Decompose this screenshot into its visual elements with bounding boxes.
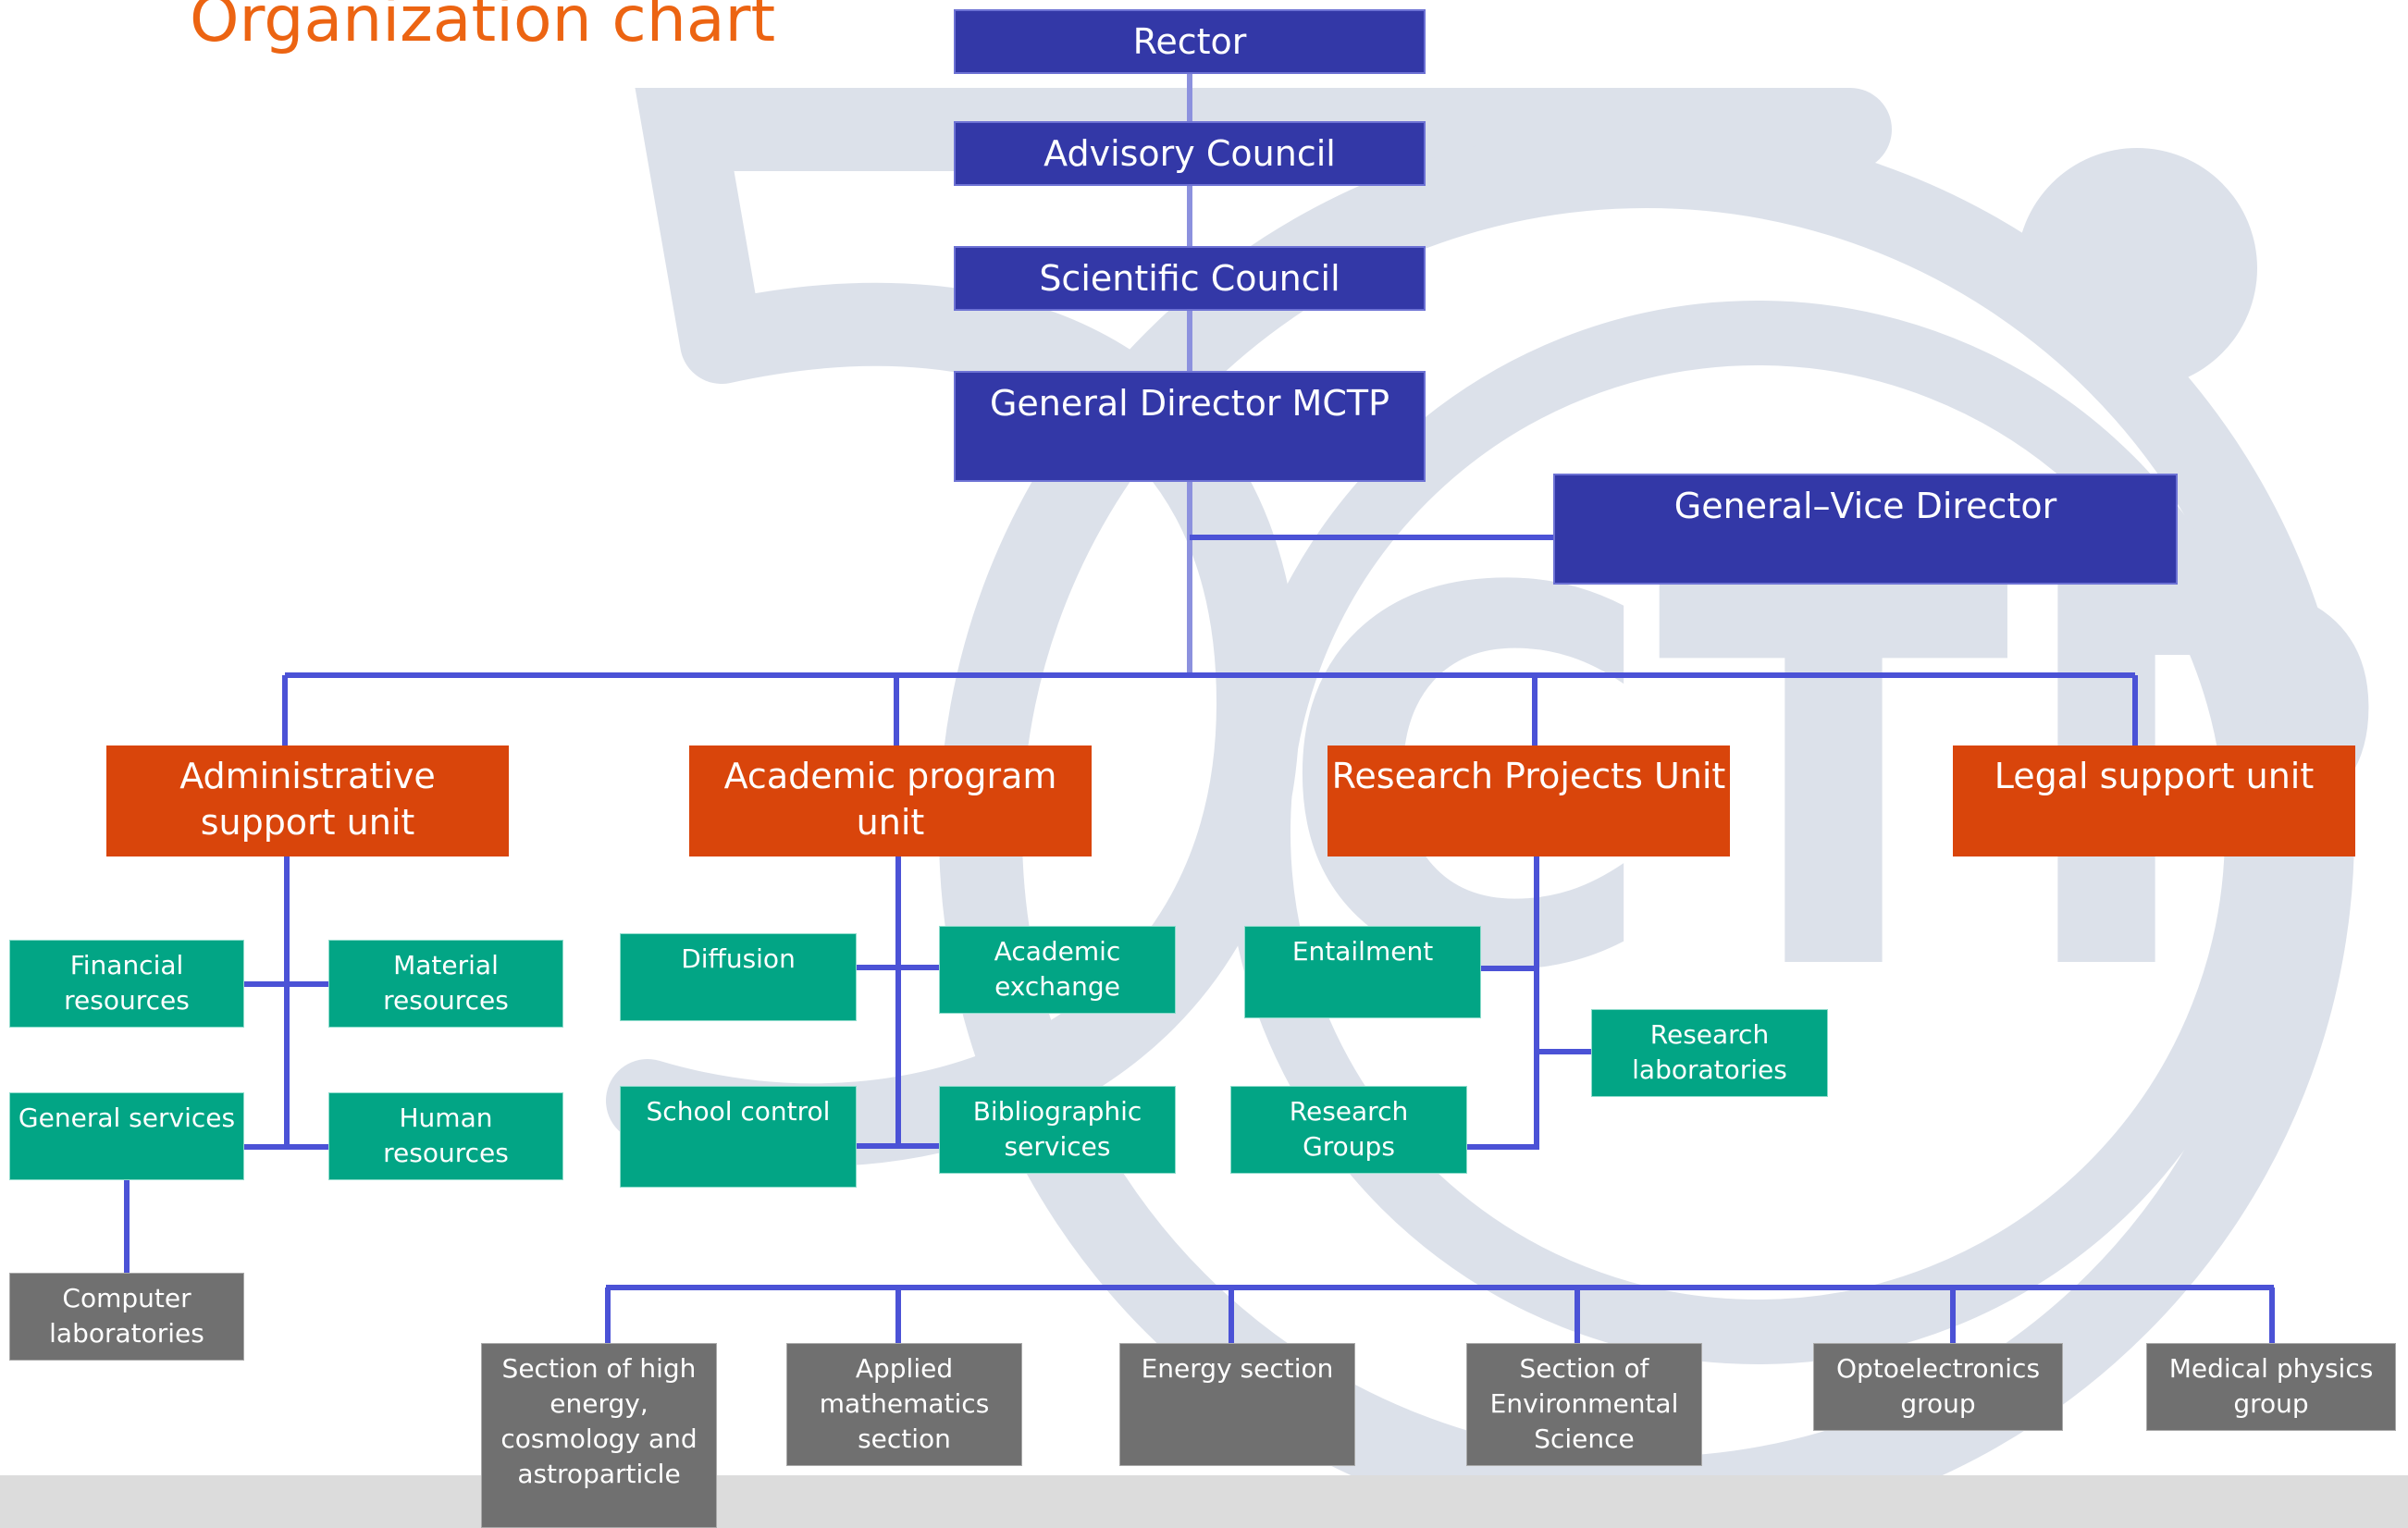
node-advisory-council-label: Advisory Council	[1043, 133, 1336, 174]
node-bibliographic-services: Bibliographic services	[939, 1086, 1176, 1174]
node-research-groups-label: Research Groups	[1289, 1096, 1409, 1162]
node-computer-laboratories: Computer laboratories	[9, 1273, 244, 1361]
node-material-resources: Material resources	[328, 940, 563, 1028]
node-bibliographic-services-label: Bibliographic services	[972, 1096, 1142, 1162]
node-human-resources: Human resources	[328, 1092, 563, 1180]
node-computer-laboratories-label: Computer laboratories	[49, 1283, 204, 1349]
node-diffusion: Diffusion	[620, 933, 857, 1021]
node-general-director: General Director MCTP	[954, 371, 1426, 482]
node-entailment: Entailment	[1244, 926, 1481, 1018]
node-vice-director-label: General–Vice Director	[1673, 486, 2057, 526]
node-academic-exchange: Academic exchange	[939, 926, 1176, 1014]
node-research-unit-label: Research Projects Unit	[1331, 756, 1726, 796]
node-school-control: School control	[620, 1086, 857, 1188]
node-rector-label: Rector	[1132, 21, 1247, 62]
node-academic-unit-label: Academic program unit	[723, 756, 1057, 843]
node-general-director-label: General Director MCTP	[989, 383, 1389, 424]
node-energy-section: Energy section	[1119, 1343, 1355, 1466]
node-section-high-energy: Section of high energy, cosmology and as…	[481, 1343, 717, 1528]
node-scientific-council: Scientific Council	[954, 246, 1426, 311]
node-entailment-label: Entailment	[1291, 936, 1434, 967]
node-legal-unit-label: Legal support unit	[1994, 756, 2315, 796]
node-research-unit: Research Projects Unit	[1327, 746, 1730, 856]
watermark-dot	[2017, 148, 2257, 388]
node-research-laboratories: Research laboratories	[1591, 1009, 1828, 1097]
node-research-groups: Research Groups	[1230, 1086, 1467, 1174]
node-environmental-science-label: Section of Environmental Science	[1489, 1353, 1679, 1454]
node-scientific-council-label: Scientific Council	[1039, 258, 1340, 299]
node-human-resources-label: Human resources	[383, 1103, 509, 1168]
node-school-control-label: School control	[646, 1096, 831, 1127]
node-admin-unit: Administrative support unit	[106, 746, 509, 856]
node-diffusion-label: Diffusion	[681, 943, 796, 974]
node-general-services: General services	[9, 1092, 244, 1180]
node-advisory-council: Advisory Council	[954, 121, 1426, 186]
page-title: Organization chart	[190, 0, 776, 56]
node-material-resources-label: Material resources	[383, 950, 509, 1016]
node-environmental-science: Section of Environmental Science	[1466, 1343, 1702, 1466]
node-energy-section-label: Energy section	[1141, 1353, 1334, 1384]
node-rector: Rector	[954, 9, 1426, 74]
node-medical-physics-label: Medical physics group	[2168, 1353, 2374, 1419]
node-legal-unit: Legal support unit	[1953, 746, 2355, 856]
node-research-laboratories-label: Research laboratories	[1632, 1019, 1787, 1085]
node-financial-resources-label: Financial resources	[64, 950, 190, 1016]
node-academic-unit: Academic program unit	[689, 746, 1092, 856]
node-vice-director: General–Vice Director	[1553, 474, 2178, 585]
node-general-services-label: General services	[18, 1103, 236, 1133]
node-optoelectronics: Optoelectronics group	[1813, 1343, 2063, 1431]
footer-bar	[0, 1475, 2408, 1528]
node-medical-physics: Medical physics group	[2146, 1343, 2396, 1431]
node-applied-math: Applied mathematics section	[786, 1343, 1022, 1466]
node-applied-math-label: Applied mathematics section	[819, 1353, 990, 1454]
node-section-high-energy-label: Section of high energy, cosmology and as…	[500, 1353, 698, 1489]
node-admin-unit-label: Administrative support unit	[179, 756, 436, 843]
node-academic-exchange-label: Academic exchange	[994, 936, 1121, 1002]
node-optoelectronics-label: Optoelectronics group	[1835, 1353, 2041, 1419]
node-financial-resources: Financial resources	[9, 940, 244, 1028]
